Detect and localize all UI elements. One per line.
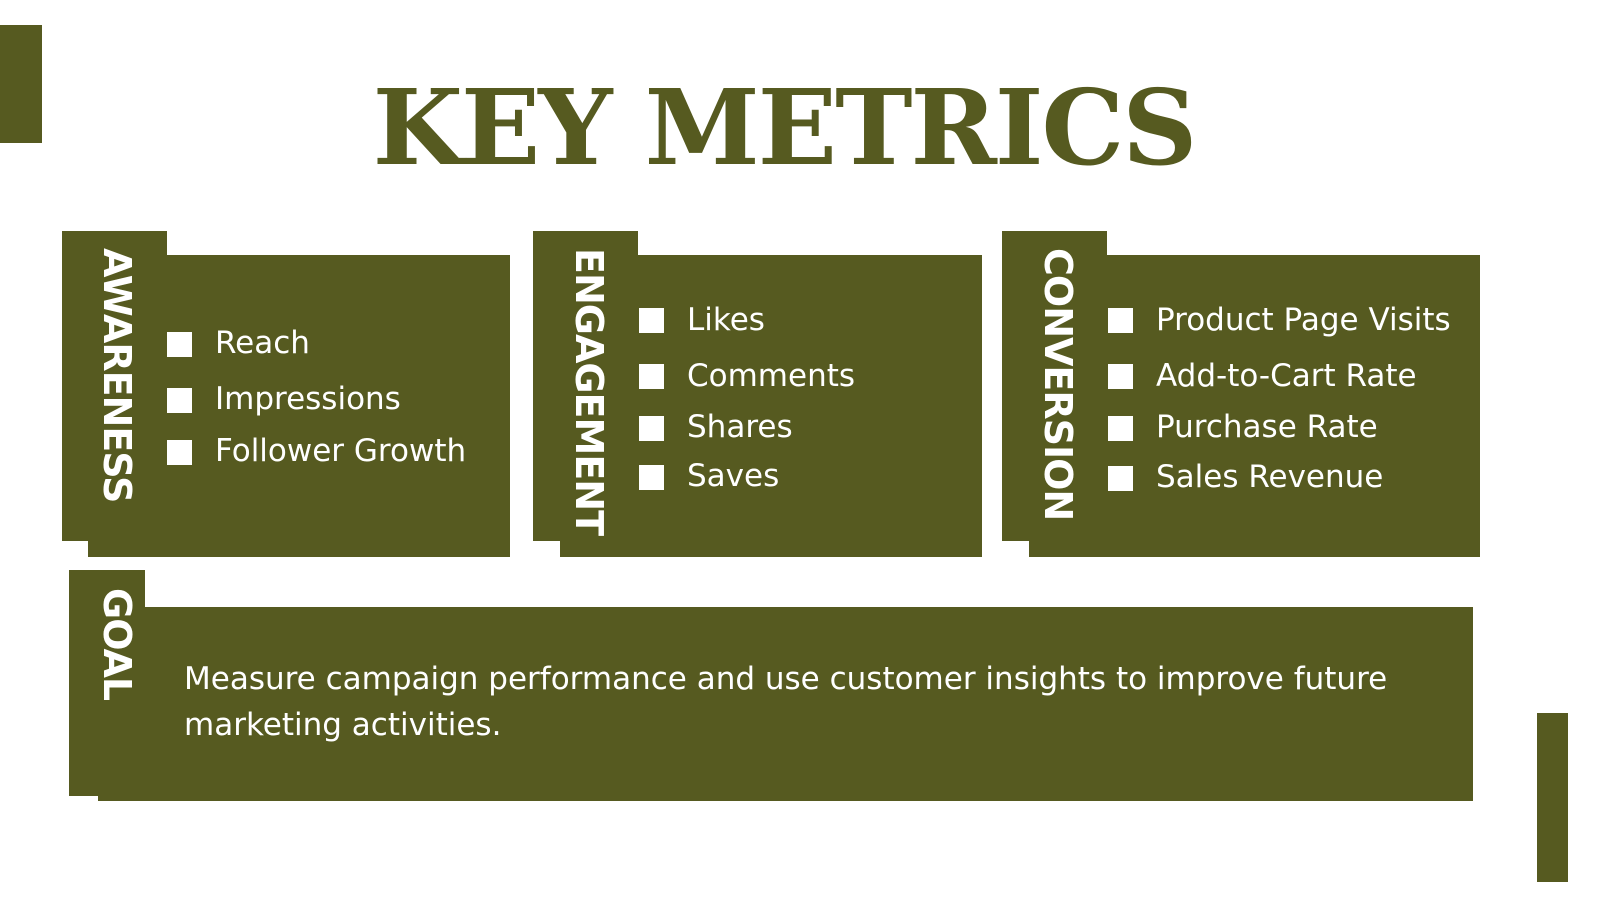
square-bullet-icon [639, 465, 664, 490]
metric-label: Sales Revenue [1156, 459, 1384, 495]
metric-label: Reach [215, 325, 310, 361]
card-label-awareness: AWARENESS [95, 248, 139, 503]
metric-label: Comments [687, 358, 856, 394]
square-bullet-icon [1108, 466, 1133, 491]
goal-description: Measure campaign performance and use cus… [184, 661, 1388, 743]
metric-label: Add-to-Cart Rate [1156, 358, 1417, 394]
metric-label: Product Page Visits [1156, 302, 1451, 338]
square-bullet-icon [639, 308, 664, 333]
card-body [560, 255, 982, 557]
metric-label: Shares [687, 409, 793, 445]
card-body [88, 255, 510, 557]
square-bullet-icon [639, 416, 664, 441]
metric-label: Follower Growth [215, 433, 467, 469]
square-bullet-icon [639, 364, 664, 389]
metric-label: Impressions [215, 381, 401, 417]
square-bullet-icon [1108, 308, 1133, 333]
square-bullet-icon [167, 440, 192, 465]
metric-label: Likes [687, 302, 765, 338]
card-body [1029, 255, 1480, 557]
page-title: KEY METRICS [372, 66, 1198, 189]
square-bullet-icon [1108, 416, 1133, 441]
card-label-goal: GOAL [95, 588, 139, 701]
corner-accent-bottom-right [1537, 713, 1568, 882]
card-body [98, 607, 1473, 801]
metric-label: Saves [687, 458, 780, 494]
metric-label: Purchase Rate [1156, 409, 1378, 445]
corner-accent-top-left [0, 25, 42, 143]
square-bullet-icon [167, 388, 192, 413]
square-bullet-icon [1108, 364, 1133, 389]
card-label-conversion: CONVERSION [1036, 248, 1080, 521]
square-bullet-icon [167, 332, 192, 357]
card-label-engagement: ENGAGEMENT [567, 248, 611, 536]
